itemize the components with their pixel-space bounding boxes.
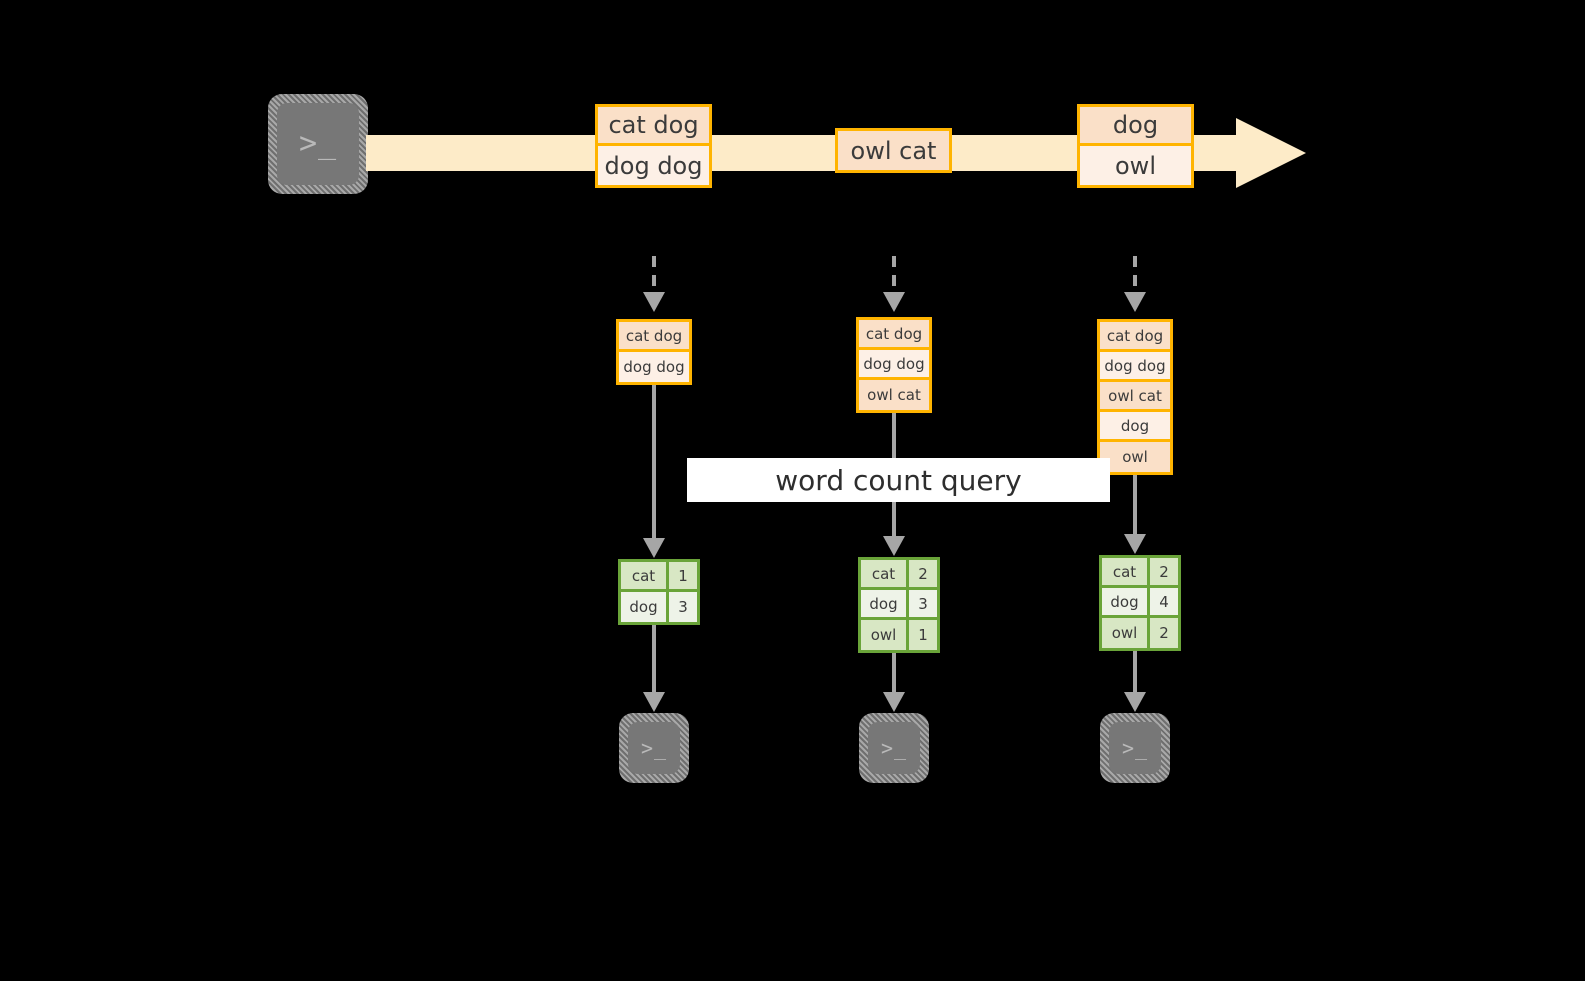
accumulated-line: cat dog: [859, 320, 929, 350]
banner-label: word count query: [775, 463, 1022, 497]
table-row: owl 2: [1102, 618, 1178, 648]
result-count: 3: [678, 598, 688, 616]
result-count: 2: [1159, 624, 1169, 642]
snapshot-3-output-line: [1133, 648, 1137, 694]
result-word: dog: [861, 590, 909, 617]
message-line: dog: [1080, 107, 1191, 146]
accumulated-line: owl: [1100, 442, 1170, 472]
accumulated-line: dog dog: [619, 352, 689, 382]
snapshot-3-output-arrowhead-icon: [1124, 692, 1146, 712]
result-count: 1: [678, 566, 688, 585]
snapshot-3-tap-line: [1133, 256, 1137, 294]
terminal-prompt-label: >_: [298, 126, 338, 161]
snapshot-3-tap-arrowhead-icon: [1124, 292, 1146, 312]
table-row: cat 1: [621, 562, 697, 592]
snapshot-2-consumer-terminal-icon[interactable]: >_: [859, 713, 929, 783]
result-count: 1: [918, 626, 928, 644]
snapshot-1-accumulated-messages[interactable]: cat dog dog dog: [616, 319, 692, 385]
message-line: dog dog: [598, 146, 709, 185]
stream-message-1[interactable]: cat dog dog dog: [595, 104, 712, 188]
message-line: owl: [1080, 146, 1191, 185]
stream-arrow-head-icon: [1236, 118, 1306, 188]
result-word: cat: [1102, 558, 1150, 585]
terminal-screen: >_: [628, 722, 680, 774]
accumulated-line: owl cat: [1100, 382, 1170, 412]
result-word: dog: [1102, 588, 1150, 615]
snapshot-3-accumulated-messages[interactable]: cat dog dog dog owl cat dog owl: [1097, 319, 1173, 475]
snapshot-3-result-table[interactable]: cat 2 dog 4 owl 2: [1099, 555, 1181, 651]
terminal-prompt-label: >_: [640, 736, 668, 760]
result-count: 2: [918, 564, 928, 583]
snapshot-1-query-arrowhead-icon: [643, 538, 665, 558]
snapshot-2-tap-arrowhead-icon: [883, 292, 905, 312]
terminal-prompt-label: >_: [1121, 736, 1149, 760]
snapshot-1-result-table[interactable]: cat 1 dog 3: [618, 559, 700, 625]
word-count-query-banner: word count query: [687, 458, 1110, 502]
snapshot-3-consumer-terminal-icon[interactable]: >_: [1100, 713, 1170, 783]
snapshot-3-query-line: [1133, 475, 1137, 536]
stream-message-2[interactable]: owl cat: [835, 128, 952, 173]
accumulated-line: dog dog: [859, 350, 929, 380]
terminal-screen: >_: [277, 103, 359, 185]
accumulated-line: dog dog: [1100, 352, 1170, 382]
result-word: cat: [621, 562, 669, 589]
snapshot-1-tap-arrowhead-icon: [643, 292, 665, 312]
snapshot-2-result-table[interactable]: cat 2 dog 3 owl 1: [858, 557, 940, 653]
result-count: 4: [1159, 592, 1169, 611]
result-word: dog: [621, 592, 669, 622]
table-row: owl 1: [861, 620, 937, 650]
snapshot-1-output-arrowhead-icon: [643, 692, 665, 712]
message-line: owl cat: [838, 131, 949, 170]
message-line: cat dog: [598, 107, 709, 146]
result-word: owl: [1102, 618, 1150, 648]
accumulated-line: owl cat: [859, 380, 929, 410]
terminal-screen: >_: [1109, 722, 1161, 774]
terminal-prompt-label: >_: [880, 736, 908, 760]
snapshot-1-consumer-terminal-icon[interactable]: >_: [619, 713, 689, 783]
table-row: cat 2: [861, 560, 937, 590]
result-word: owl: [861, 620, 909, 650]
result-count: 3: [918, 594, 928, 613]
snapshot-2-output-line: [892, 650, 896, 694]
snapshot-2-output-arrowhead-icon: [883, 692, 905, 712]
snapshot-3-query-arrowhead-icon: [1124, 534, 1146, 554]
result-word: cat: [861, 560, 909, 587]
table-row: cat 2: [1102, 558, 1178, 588]
snapshot-1-output-line: [652, 622, 656, 694]
snapshot-1-query-line: [652, 385, 656, 540]
snapshot-2-tap-line: [892, 256, 896, 294]
table-row: dog 4: [1102, 588, 1178, 618]
result-count: 2: [1159, 562, 1169, 581]
stream-message-3[interactable]: dog owl: [1077, 104, 1194, 188]
table-row: dog 3: [621, 592, 697, 622]
producer-terminal-icon[interactable]: >_: [268, 94, 368, 194]
table-row: dog 3: [861, 590, 937, 620]
snapshot-2-query-arrowhead-icon: [883, 536, 905, 556]
terminal-screen: >_: [868, 722, 920, 774]
accumulated-line: cat dog: [1100, 322, 1170, 352]
accumulated-line: dog: [1100, 412, 1170, 442]
snapshot-2-accumulated-messages[interactable]: cat dog dog dog owl cat: [856, 317, 932, 413]
accumulated-line: cat dog: [619, 322, 689, 352]
snapshot-1-tap-line: [652, 256, 656, 294]
